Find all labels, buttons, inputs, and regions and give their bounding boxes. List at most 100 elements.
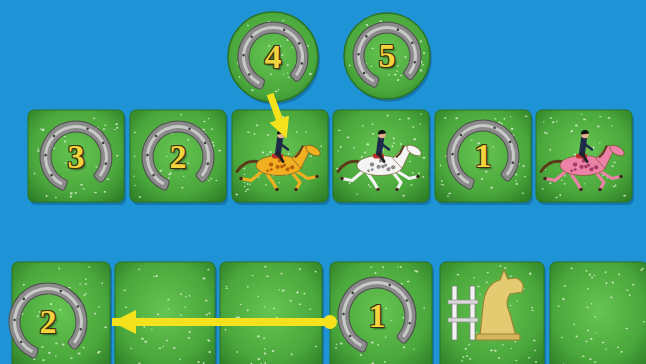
grass-speck [347,137,350,139]
rider-helmet [581,130,589,135]
nail-hole [79,328,82,331]
horse-spot [388,167,390,169]
grass-speck [179,358,181,360]
horseshoe-metal [347,16,426,91]
grass-speck [494,118,496,119]
grass-speck [503,118,505,120]
grass-speck [225,286,227,287]
grass-speck [203,362,205,364]
horseshoe-symbol [347,16,426,91]
grass-speck [612,165,614,167]
nail-hole [250,35,253,38]
grass-speck [407,117,410,119]
space-number: 2 [170,140,187,174]
nail-hole [154,134,157,137]
grass-speck [247,132,250,133]
horse-head [304,143,322,158]
grass-speck [264,362,265,364]
grass-speck [309,156,312,157]
grass-speck [544,132,546,134]
grass-speck [612,281,614,283]
grass-speck [247,25,249,26]
grass-speck [55,197,57,199]
grass-speck [515,180,517,182]
grass-speck [288,153,290,155]
grass-speck [243,168,245,170]
nail-hole [411,41,414,44]
hoof [275,188,279,192]
grass-speck [590,338,593,340]
grass-speck [243,174,245,175]
grass-speck [549,149,551,151]
hoof [598,188,602,192]
grass-speck [366,24,369,26]
hoof [416,175,420,179]
grass-speck [587,330,589,332]
hoof [294,188,298,192]
grass-speck [392,145,394,147]
fence-bar [448,318,478,322]
grass-speck [247,309,249,311]
grass-speck [477,286,480,287]
horse-figure [237,130,322,191]
horse-mane [396,146,404,158]
horse-spot [589,168,593,172]
grass-speck [462,356,464,358]
grass-speck [546,132,548,134]
nail-hole [413,61,416,64]
grass-speck [43,128,45,130]
grass-speck [362,125,364,127]
grass-speck [188,337,190,339]
grass-speck [95,166,98,167]
horseshoe-symbol [33,114,117,193]
grass-speck [514,341,516,343]
grass-speck [515,360,518,361]
grass-speck [562,298,564,300]
nail-hole [365,35,368,38]
horseshoe-metal [231,15,313,92]
grass-speck [364,151,366,153]
grass-speck [233,324,235,325]
grass-speck [187,162,189,164]
grass-speck [297,291,299,293]
grass-speck [494,350,497,352]
nail-hole [363,71,366,74]
grass-speck [524,176,526,178]
nail-hole [44,154,47,157]
grass-speck [400,143,402,145]
space-number: 2 [40,305,57,339]
horse-spot [371,168,374,171]
grass-speck [541,188,544,189]
nail-hole [206,162,209,165]
grass-speck [498,357,500,359]
node-shape [12,262,112,364]
space-number: 1 [475,139,492,173]
grass-speck [141,338,144,340]
grass-speck [264,352,267,354]
grass-speck [469,358,471,360]
grass-speck [610,296,613,298]
grass-speck [473,277,475,279]
nail-hole [13,318,16,321]
horse-spot [290,165,294,169]
grass-speck [608,117,611,119]
grass-speck [563,363,565,364]
grass-speck [400,266,402,268]
grass-speck [218,150,221,152]
horseshoe-shine [140,119,214,188]
nail-hole [204,141,207,144]
grass-speck [206,314,208,316]
horseshoe-symbol [2,276,93,362]
nail-hole [457,173,460,176]
grass-speck [629,294,631,296]
grass-speck [384,361,386,363]
grass-speck [80,184,83,186]
grass-speck [243,182,245,183]
horse-leg [596,173,604,190]
grass-speck [349,64,351,66]
grass-speck [282,20,285,21]
grass-speck [594,316,596,318]
horse-spot [391,165,395,169]
grass-speck [371,341,374,343]
